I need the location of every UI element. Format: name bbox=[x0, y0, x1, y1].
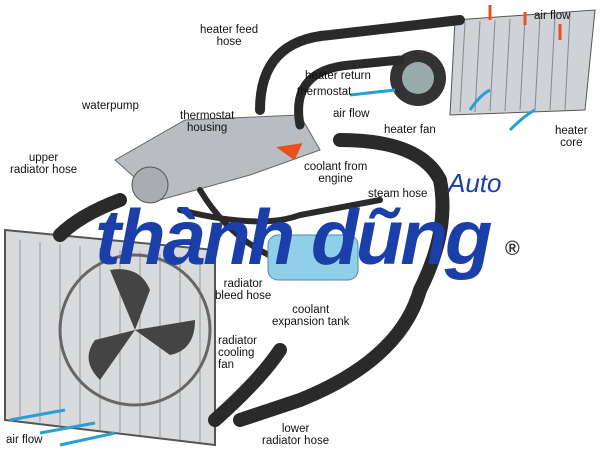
label-radiator-bleed-hose: radiator bleed hose bbox=[215, 278, 272, 302]
expansion-tank bbox=[267, 234, 359, 281]
label-lower-radiator-hose: lower radiator hose bbox=[262, 423, 330, 447]
label-radiator-cooling-fan: radiator cooling fan bbox=[218, 335, 257, 371]
watermark-sub: Auto bbox=[448, 168, 502, 198]
label-thermostat: thermostat bbox=[297, 86, 352, 98]
waterpump-housing bbox=[114, 114, 321, 204]
radiator bbox=[4, 228, 216, 447]
label-air-flow-bottom: air flow bbox=[6, 434, 43, 446]
label-waterpump: waterpump bbox=[82, 100, 139, 112]
label-heater-fan: heater fan bbox=[384, 124, 436, 136]
watermark-logo: thành dũng bbox=[95, 193, 493, 281]
label-upper-radiator-hose: upper radiator hose bbox=[10, 152, 78, 176]
label-thermostat-housing: thermostat housing bbox=[180, 110, 235, 134]
label-air-flow-top: air flow bbox=[534, 10, 571, 22]
label-heater-core: heater core bbox=[555, 125, 588, 149]
heater-fan bbox=[390, 50, 446, 106]
label-coolant-from-engine: coolant from engine bbox=[304, 161, 368, 185]
label-air-flow-mid: air flow bbox=[333, 108, 370, 120]
cool-airflow-arrows bbox=[9, 88, 536, 447]
label-heater-return: heater return bbox=[305, 70, 371, 82]
radiator-fan bbox=[58, 253, 212, 407]
hoses bbox=[53, 15, 465, 427]
label-heater-feed-hose: heater feed hose bbox=[200, 24, 259, 48]
label-steam-hose: steam hose bbox=[368, 188, 428, 200]
label-coolant-expansion-tank: coolant expansion tank bbox=[272, 304, 350, 328]
heater-core bbox=[449, 9, 596, 116]
watermark-mark: ® bbox=[505, 238, 520, 260]
hot-airflow-arrows bbox=[276, 5, 562, 161]
